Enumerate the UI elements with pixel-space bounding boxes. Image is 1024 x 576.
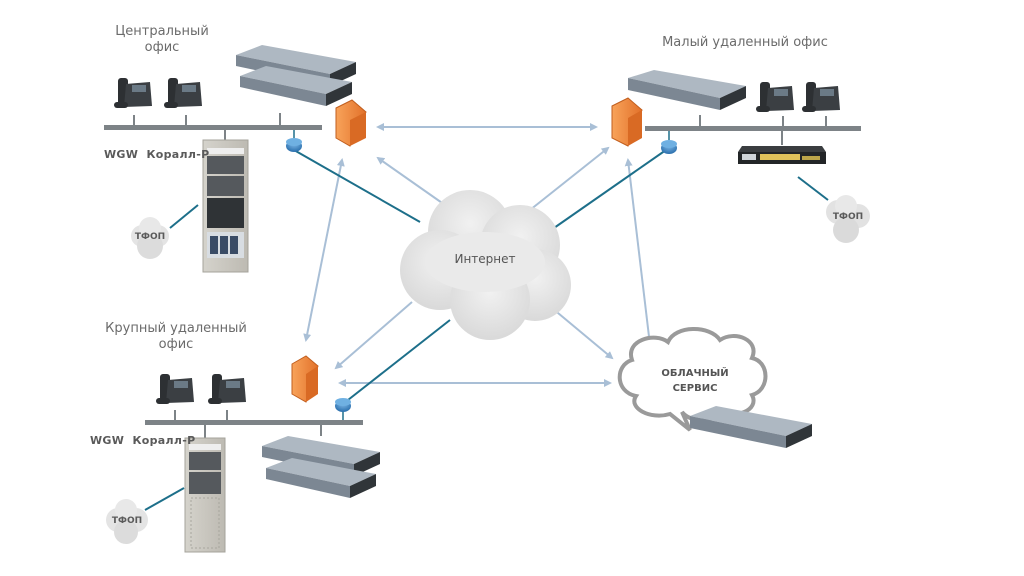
- large-office-title-line2: офис: [158, 337, 194, 352]
- vpn-link-internet-cloud: [551, 307, 614, 360]
- central-office: [104, 45, 367, 273]
- cloud-service-label-line2: СЕРВИС: [672, 383, 718, 394]
- ip-phone-icon: [114, 78, 152, 108]
- central-office-title-line2: офис: [144, 40, 180, 55]
- large-pstn-label: ТФОП: [111, 516, 143, 526]
- gateway-rack-icon: [184, 437, 226, 553]
- lan-bus-small: [645, 126, 861, 131]
- central-gateway-label: WGW Коралл-Р: [104, 148, 210, 161]
- vpn-link-central-large: [303, 158, 345, 342]
- ip-phone-icon: [156, 374, 194, 404]
- vpn-link-internet-large: [334, 301, 413, 370]
- router-icon: [335, 398, 351, 412]
- central-pstn-label: ТФОП: [134, 232, 166, 242]
- large-office-title: Крупный удаленный офис: [96, 321, 256, 353]
- lan-bus-large: [145, 420, 363, 425]
- pstn-cloud-central: [131, 217, 169, 259]
- small-office: [611, 70, 861, 164]
- central-office-title: Центральный офис: [100, 24, 224, 56]
- pstn-cloud-large: [106, 499, 148, 544]
- server-icon: [628, 70, 746, 110]
- large-office: [145, 355, 380, 553]
- large-gateway-label: WGW Коралл-Р: [90, 434, 196, 447]
- pstn-link-small: [797, 176, 829, 201]
- ip-phone-icon: [802, 82, 840, 112]
- ip-phone-icon: [164, 78, 202, 108]
- pstn-link-large: [144, 487, 185, 511]
- vpn-links: [303, 123, 654, 387]
- ip-phone-icon: [756, 82, 794, 112]
- voip-gateway-icon: [738, 146, 826, 164]
- physical-link-large-internet: [347, 319, 451, 401]
- router-icon: [661, 140, 677, 154]
- vpn-link-small-cloud: [624, 158, 654, 347]
- pstn-cloud-small: [826, 195, 870, 243]
- physical-link-small-internet: [553, 149, 667, 229]
- server-icon: [262, 436, 380, 498]
- internet-cloud: [400, 190, 571, 340]
- cloud-service-label: ОБЛАЧНЫЙ СЕРВИС: [650, 366, 740, 396]
- physical-link-central-internet: [293, 149, 421, 223]
- ip-phone-icon: [208, 374, 246, 404]
- cloud-service-shape: [617, 327, 768, 432]
- small-pstn-label: ТФОП: [832, 212, 864, 222]
- server-icon: [236, 45, 356, 106]
- firewall-icon: [291, 355, 319, 403]
- central-office-title-line1: Центральный: [115, 24, 209, 39]
- pstn-link-central: [169, 204, 199, 229]
- large-office-title-line1: Крупный удаленный: [105, 321, 247, 336]
- vpn-link-internet-small: [529, 146, 610, 211]
- cloud-server-icon: [690, 406, 812, 448]
- physical-links: [144, 149, 829, 511]
- vpn-link-internet-central: [376, 156, 446, 206]
- router-icon: [286, 138, 302, 152]
- gateway-rack-icon: [202, 139, 249, 273]
- internet-label: Интернет: [454, 252, 516, 266]
- small-office-title: Малый удаленный офис: [662, 35, 828, 50]
- cloud-service-label-line1: ОБЛАЧНЫЙ: [661, 368, 729, 379]
- firewall-icon: [335, 99, 367, 147]
- firewall-icon: [611, 97, 643, 147]
- lan-bus-central: [104, 125, 322, 130]
